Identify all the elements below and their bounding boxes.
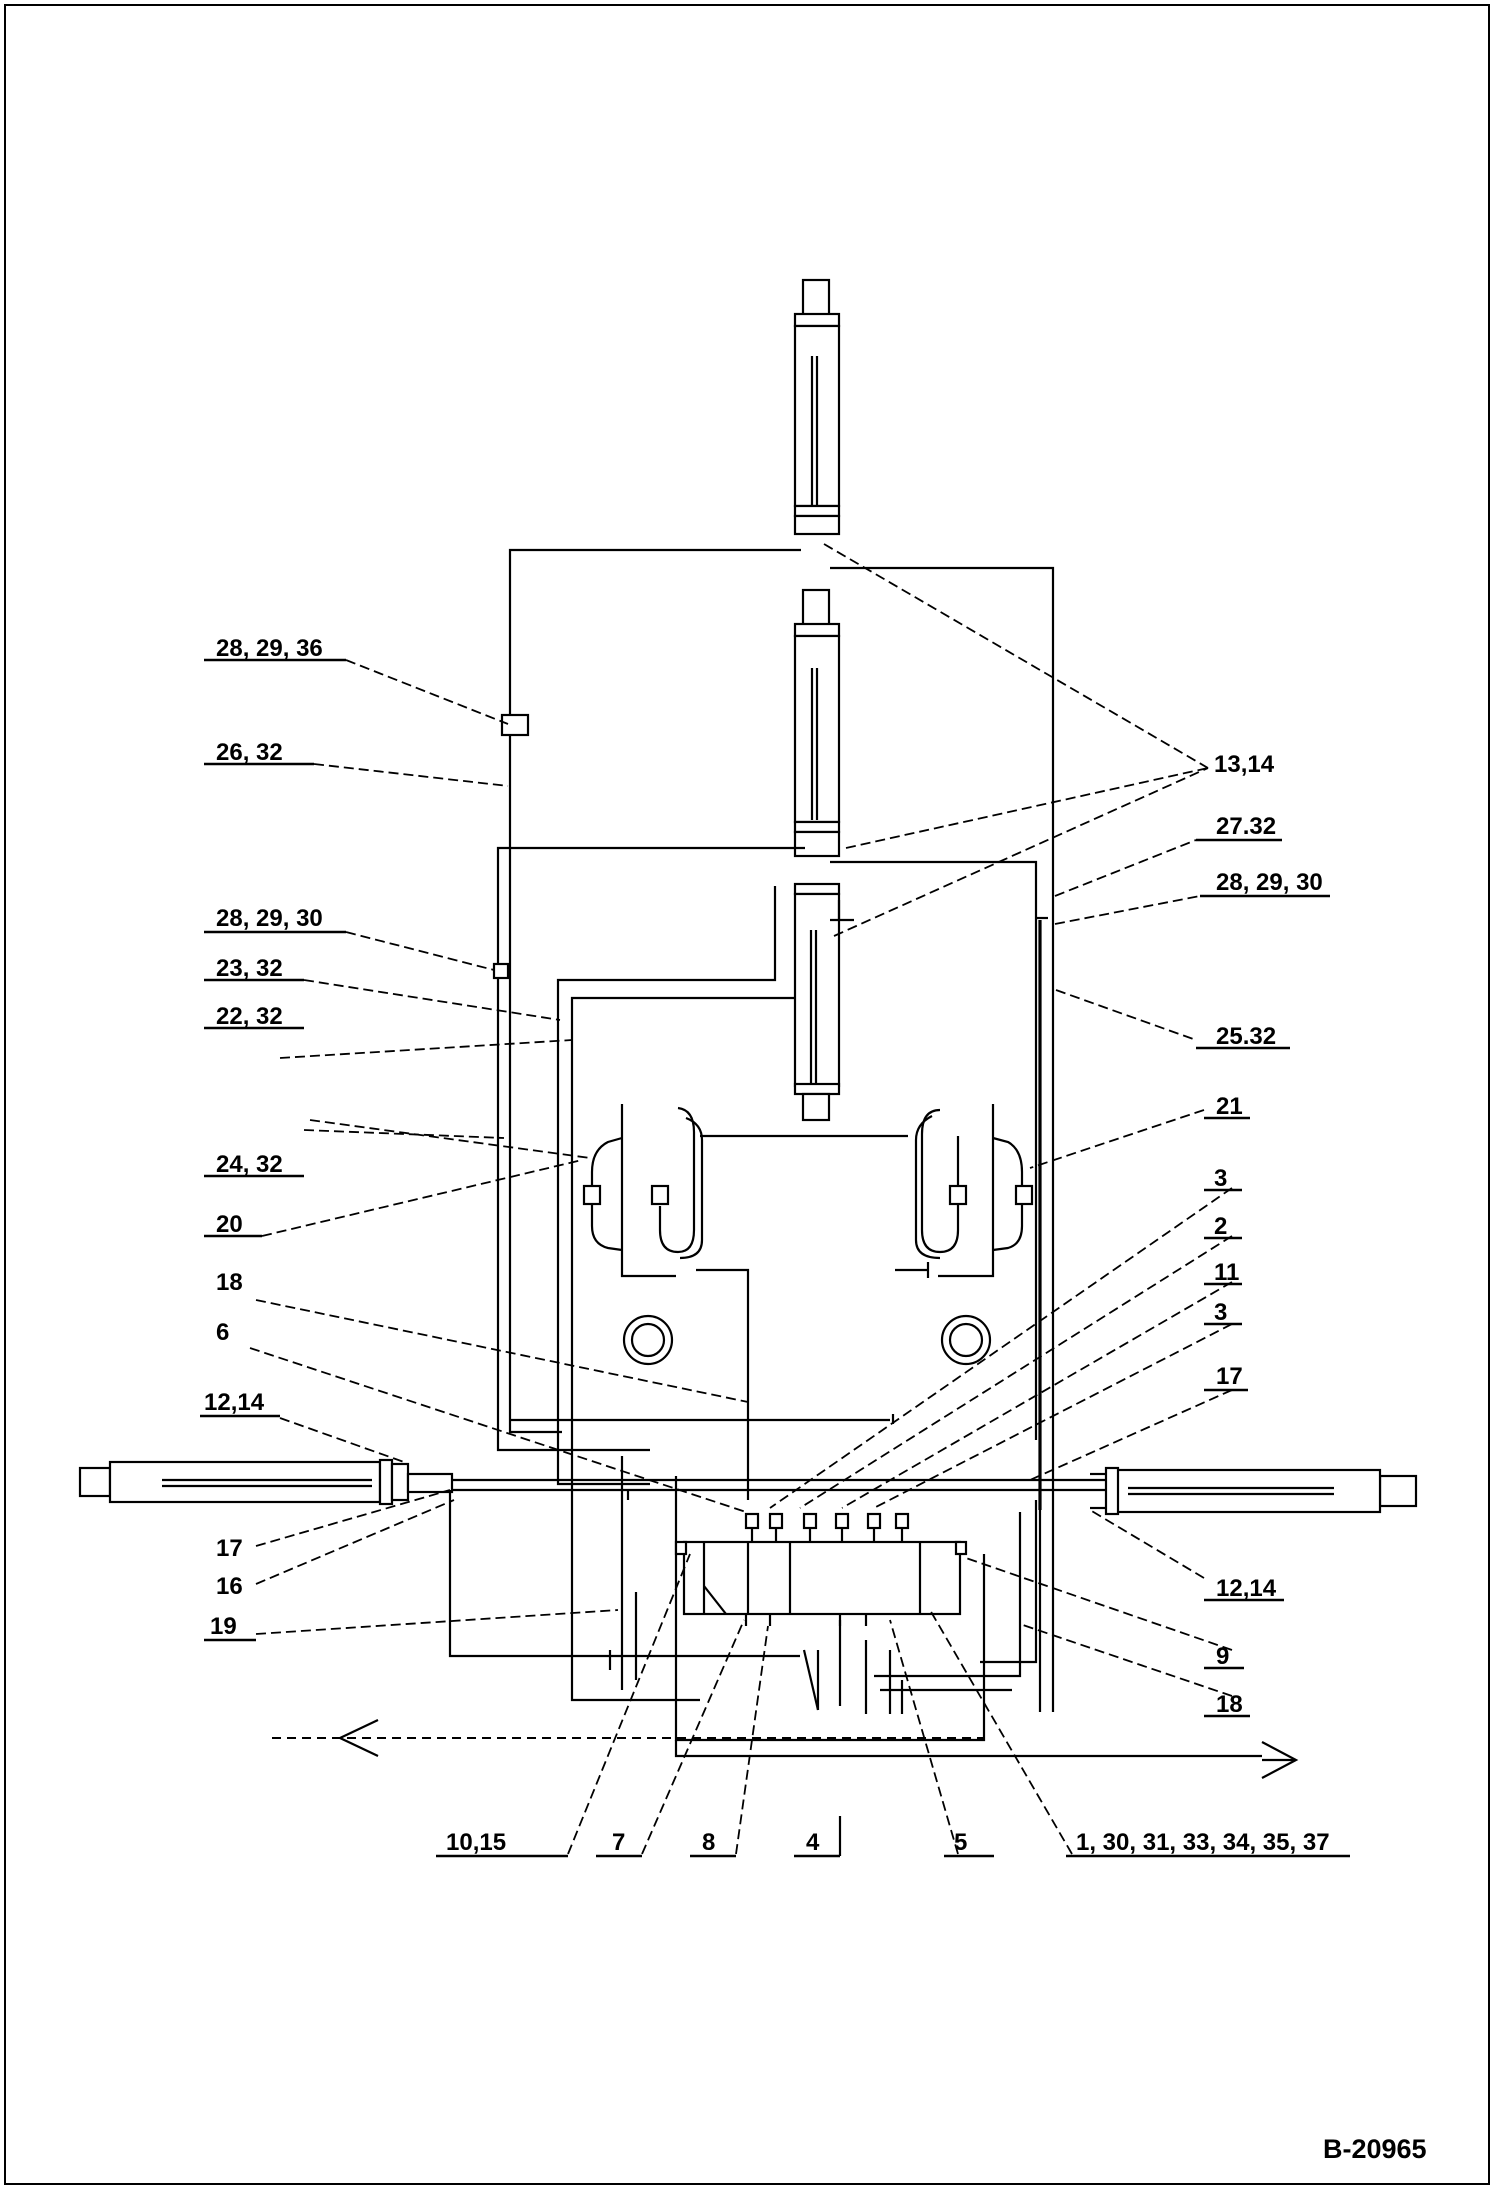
callout-9: 9 [1216,1643,1229,1670]
callout-12-14-left: 12,14 [204,1389,265,1416]
callout-18-right: 18 [1216,1691,1243,1718]
callout-21: 21 [1216,1093,1243,1120]
callout-1-30-31-33-34-35-37: 1, 30, 31, 33, 34, 35, 37 [1076,1829,1330,1856]
track-motors [582,1104,1034,1500]
callout-6: 6 [216,1319,229,1346]
top-cylinder [793,278,841,536]
callout-17-left: 17 [216,1535,243,1562]
callout-3-bottom: 3 [1214,1299,1227,1326]
callout-22-32: 22, 32 [216,1003,283,1030]
callout-7: 7 [612,1829,625,1856]
callout-10-15: 10,15 [446,1829,506,1856]
drawing-code: B-20965 [1323,2134,1427,2164]
callout-27-32: 27.32 [1216,813,1276,840]
return-flow-line [272,1560,985,1757]
drawing-frame [4,4,1490,2185]
callout-11: 11 [1214,1259,1239,1286]
callout-17-right: 17 [1216,1363,1243,1390]
callout-4: 4 [806,1829,820,1856]
lower-cylinder [793,882,854,1122]
callout-18-left: 18 [216,1269,243,1296]
callout-28-29-30-right: 28, 29, 30 [1216,869,1323,896]
callout-28-29-36: 28, 29, 36 [216,635,323,662]
callout-25-32: 25.32 [1216,1023,1276,1050]
callout-23-32: 23, 32 [216,955,283,982]
left-horizontal-cylinder [78,1458,454,1506]
callout-24-32: 24, 32 [216,1151,283,1178]
control-valve-block [674,1512,968,1626]
callout-26-32: 26, 32 [216,739,283,766]
callout-3-top: 3 [1214,1165,1227,1192]
callout-8: 8 [702,1829,715,1856]
callout-2: 2 [1214,1213,1227,1240]
callout-12-14-right: 12,14 [1216,1575,1277,1602]
callout-13-14: 13,14 [1214,751,1275,778]
callout-labels: 28, 29, 36 26, 32 13,14 27.32 28, 29, 30… [200,635,1350,1858]
pipe-lines-upper [492,548,1055,1712]
leader-lines [249,543,1233,1856]
callout-19: 19 [210,1613,237,1640]
callout-16: 16 [216,1573,243,1600]
right-horizontal-cylinder [1090,1466,1418,1516]
callout-20: 20 [216,1211,243,1238]
pipe-lines-lower [448,1456,1299,1779]
callout-5: 5 [954,1829,967,1856]
middle-cylinder [793,588,841,858]
callout-28-29-30-left: 28, 29, 30 [216,905,323,932]
